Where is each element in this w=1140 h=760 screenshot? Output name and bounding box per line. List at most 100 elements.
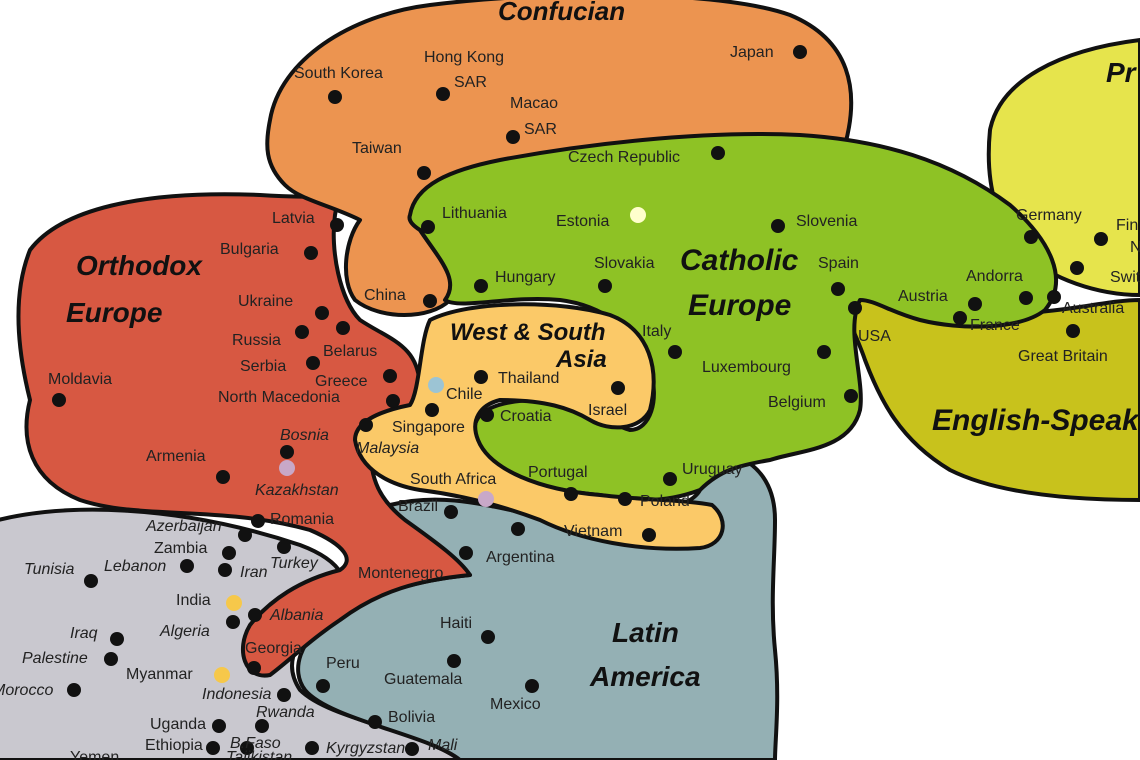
country-label-austria: Austria (898, 288, 948, 305)
zone-title-orthodox-1: Orthodox (76, 250, 203, 281)
country-label-rwanda: Rwanda (256, 704, 315, 721)
country-dot-myanmar (214, 667, 230, 683)
country-label-lebanon: Lebanon (104, 558, 166, 575)
country-dot-macao (506, 130, 520, 144)
country-label-lithuania: Lithuania (442, 205, 507, 222)
country-dot-france (953, 311, 967, 325)
country-dot-australia (1047, 290, 1061, 304)
country-dot-mali (405, 742, 419, 756)
country-label-chile: Chile (446, 386, 483, 403)
country-label-singapore: Singapore (392, 419, 465, 436)
country-label-estonia: Estonia (556, 213, 609, 230)
country-dot-albania (248, 608, 262, 622)
country-dot-vietnam (642, 528, 656, 542)
country-dot-slovenia (771, 219, 785, 233)
country-dot-indonesia (277, 688, 291, 702)
country-dot-iraq (110, 632, 124, 646)
country-label-thailand: Thailand (498, 370, 559, 387)
country-label-belarus: Belarus (323, 343, 377, 360)
country-dot-italy (668, 345, 682, 359)
country-label-azerbaijan: Azerbaijan (145, 518, 222, 535)
country-label-hong-kong: Hong Kong (424, 49, 504, 66)
zone-title-english-speaking: English-Speak (932, 404, 1140, 437)
zone-title-orthodox-2: Europe (66, 297, 162, 328)
country-label-slovenia: Slovenia (796, 213, 857, 230)
country-dot-ethiopia (206, 741, 220, 755)
country-label-tunisia: Tunisia (24, 561, 74, 578)
country-dot-austria (968, 297, 982, 311)
country-dot-brazil (444, 505, 458, 519)
country-label-iraq: Iraq (70, 625, 98, 642)
country-label-luxembourg: Luxembourg (702, 359, 791, 376)
country-label-great-britain: Great Britain (1018, 348, 1108, 365)
country-label-greece: Greece (315, 373, 368, 390)
country-label-malaysia: Malaysia (356, 440, 419, 457)
country-label-latvia: Latvia (272, 210, 315, 227)
country-label-germany: Germany (1016, 207, 1082, 224)
country-label-belgium: Belgium (768, 394, 826, 411)
country-label-bosnia: Bosnia (280, 427, 329, 444)
country-label-czech-republic: Czech Republic (568, 149, 680, 166)
country-label-switze: Switze (1110, 269, 1140, 286)
country-label-montenegro: Montenegro (358, 565, 443, 582)
country-dot-india (226, 595, 242, 611)
country-label-south-korea: South Korea (294, 65, 383, 82)
country-label-n: N (1130, 239, 1140, 256)
country-dot-algeria (226, 615, 240, 629)
country-dot-peru (316, 679, 330, 693)
country-label-australia: Australia (1062, 300, 1124, 317)
country-dot-great-britain (1066, 324, 1080, 338)
country-dot-japan (793, 45, 807, 59)
country-label-sar: SAR (524, 121, 557, 138)
country-label-kazakhstan: Kazakhstan (255, 482, 339, 499)
country-label-kyrgyzstan: Kyrgyzstan (326, 740, 405, 757)
country-dot-germany (1024, 230, 1038, 244)
country-dot-bulgaria (304, 246, 318, 260)
country-label-albania: Albania (269, 607, 323, 624)
country-dot-serbia (306, 356, 320, 370)
country-label-b-faso: B.Faso (230, 735, 281, 752)
country-label-hungary: Hungary (495, 269, 555, 286)
country-dot-bolivia (368, 715, 382, 729)
zone-title-latin-1: Latin (612, 617, 679, 648)
region-west-south-asia (353, 302, 725, 551)
country-label-india: India (176, 592, 211, 609)
country-dot-north-macedonia (386, 394, 400, 408)
country-dot-azerbaijan (238, 528, 252, 542)
country-label-south-africa: South Africa (410, 471, 496, 488)
country-dot-croatia (480, 408, 494, 422)
country-dot-fin (1094, 232, 1108, 246)
country-dot-greece (383, 369, 397, 383)
country-dot-switze (1070, 261, 1084, 275)
zone-title-catholic-2: Europe (688, 289, 791, 322)
country-label-north-macedonia: North Macedonia (218, 389, 340, 406)
country-dot-romania (251, 514, 265, 528)
country-label-serbia: Serbia (240, 358, 286, 375)
country-label-china: China (364, 287, 406, 304)
country-dot-mexico (525, 679, 539, 693)
country-label-brazil: Brazil (398, 498, 438, 515)
country-label-moldavia: Moldavia (48, 371, 112, 388)
country-label-indonesia: Indonesia (202, 686, 271, 703)
country-label-turkey: Turkey (270, 555, 319, 572)
country-label-poland: Poland (640, 493, 690, 510)
country-label-georgia: Georgia (245, 640, 302, 657)
country-dot-hong-kong (436, 87, 450, 101)
country-dot-turkey (277, 540, 291, 554)
country-label-zambia: Zambia (154, 540, 207, 557)
country-label-haiti: Haiti (440, 615, 472, 632)
country-dot-portugal (564, 487, 578, 501)
country-label-mali: Mali (428, 737, 458, 754)
country-label-tajikistan: Tajikistan (226, 749, 292, 760)
country-dot-tunisia (84, 574, 98, 588)
country-label-romania: Romania (270, 511, 334, 528)
country-label-argentina: Argentina (486, 549, 555, 566)
country-dot-usa (848, 301, 862, 315)
country-dot-lebanon (180, 559, 194, 573)
country-dot-spain (831, 282, 845, 296)
country-label-portugal: Portugal (528, 464, 588, 481)
country-label-japan: Japan (730, 44, 774, 61)
country-dot-czech-republic (711, 146, 725, 160)
country-dot-guatemala (447, 654, 461, 668)
country-label-taiwan: Taiwan (352, 140, 402, 157)
